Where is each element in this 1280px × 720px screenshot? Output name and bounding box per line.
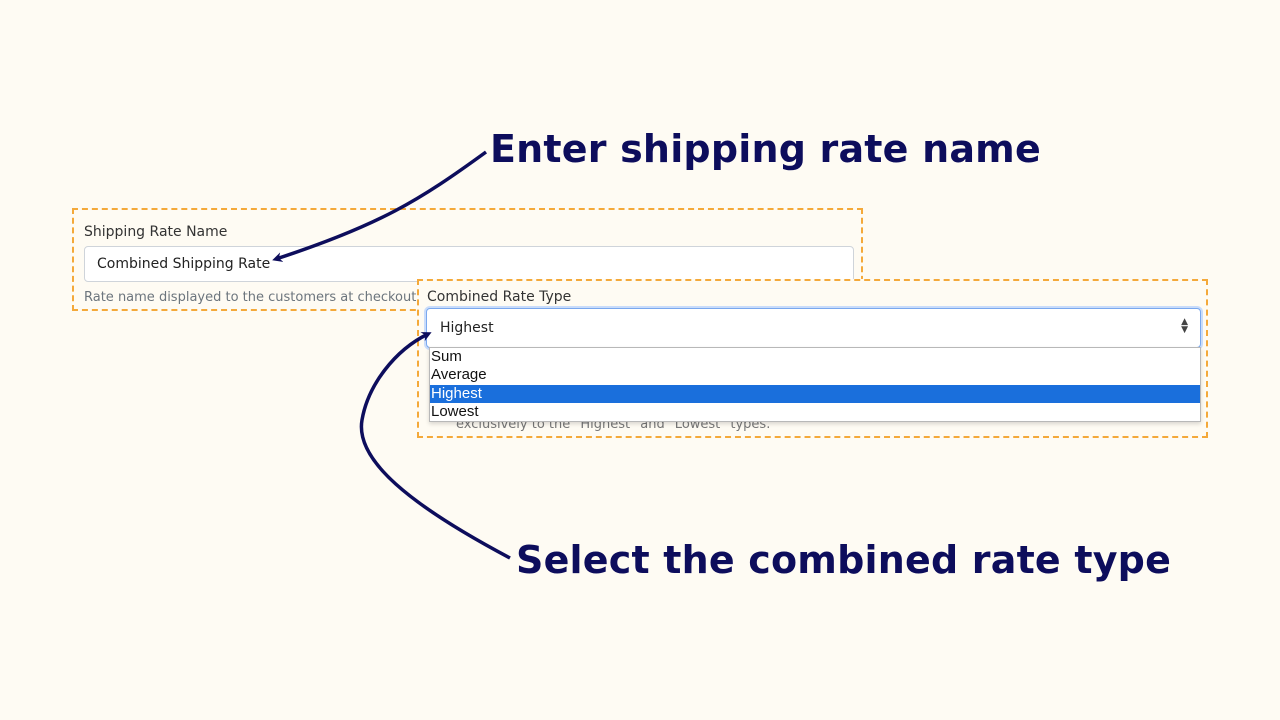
combined-rate-type-select[interactable]: Highest ▲▼ bbox=[426, 308, 1201, 348]
option-lowest[interactable]: Lowest bbox=[431, 402, 479, 420]
combined-rate-type-options: Sum Average Highest Lowest bbox=[429, 347, 1201, 423]
shipping-rate-name-input[interactable] bbox=[84, 246, 854, 282]
option-sum[interactable]: Sum bbox=[431, 348, 462, 365]
up-down-chevron-icon: ▲▼ bbox=[1181, 317, 1188, 335]
annotation-select-type: Select the combined rate type bbox=[516, 538, 1172, 582]
select-current-value: Highest bbox=[440, 320, 494, 336]
option-average[interactable]: Average bbox=[431, 366, 487, 384]
option-highest[interactable]: Highest bbox=[430, 384, 1200, 403]
annotation-enter-name: Enter shipping rate name bbox=[490, 127, 1041, 171]
shipping-rate-name-label: Shipping Rate Name bbox=[84, 224, 228, 240]
combined-rate-type-section: Combined Rate Type Highest ▲▼ exclusivel… bbox=[417, 279, 1208, 438]
shipping-rate-name-help: Rate name displayed to the customers at … bbox=[84, 290, 421, 305]
combined-rate-type-label: Combined Rate Type bbox=[427, 289, 572, 305]
